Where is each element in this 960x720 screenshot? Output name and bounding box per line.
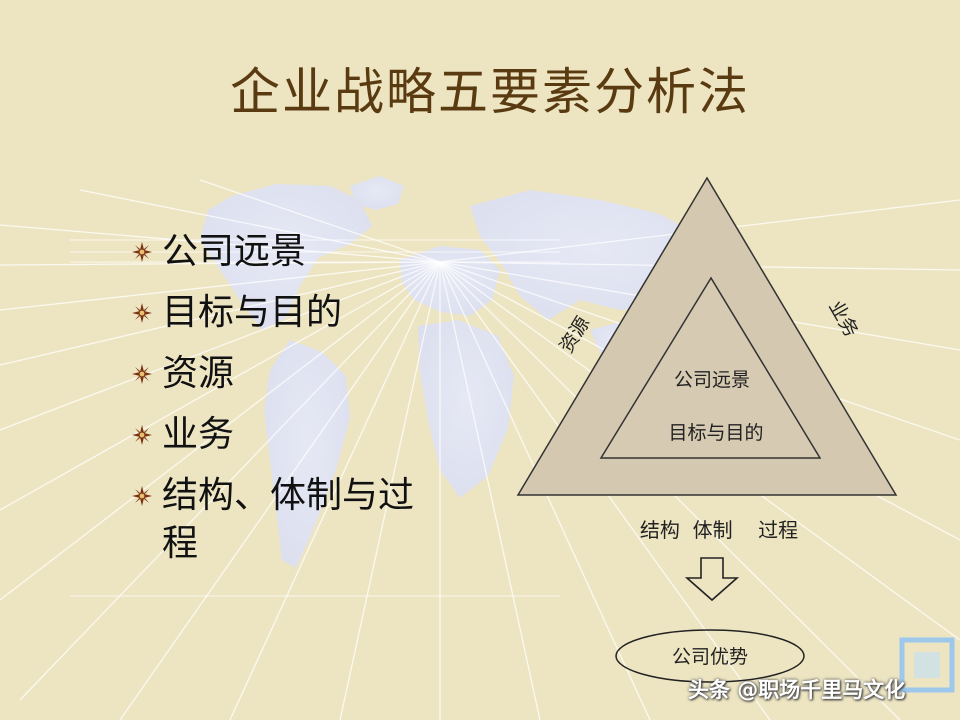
bullet-item: 资源 [132, 350, 432, 398]
bullet-item: 业务 [132, 411, 432, 459]
star-bullet-icon [132, 289, 162, 337]
result-label: 公司优势 [672, 646, 748, 668]
corner-logo-icon [899, 637, 955, 693]
bullet-text: 业务 [162, 414, 235, 455]
star-bullet-icon [132, 411, 162, 459]
star-bullet-icon [132, 350, 162, 398]
bullet-item: 结构、体制与过程 [132, 472, 432, 568]
star-bullet-icon [132, 228, 162, 276]
star-bullet-icon [132, 472, 162, 520]
base-label: 结构 体制 过程 [640, 518, 798, 542]
bullet-item: 公司远景 [132, 228, 432, 276]
inner-triangle [599, 276, 822, 459]
left-side-label: 资源 [556, 313, 595, 357]
bullet-text: 公司远景 [162, 231, 307, 272]
down-arrow-icon [684, 557, 740, 602]
inner-top-label: 公司远景 [674, 369, 750, 391]
bullet-item: 目标与目的 [132, 289, 432, 337]
inner-bottom-label: 目标与目的 [668, 422, 763, 444]
slide-title: 企业战略五要素分析法 [230, 63, 750, 121]
bullet-text: 资源 [162, 353, 235, 394]
bullet-text: 目标与目的 [162, 292, 343, 333]
watermark: 头条 @职场千里马文化 [688, 678, 906, 702]
result-ellipse [615, 629, 805, 683]
bullet-text: 结构、体制与过程 [162, 475, 415, 564]
right-side-label: 业务 [824, 297, 862, 341]
bullet-list: 公司远景 目标与目的 资源 业务 结构、体制与过程 [132, 228, 432, 581]
